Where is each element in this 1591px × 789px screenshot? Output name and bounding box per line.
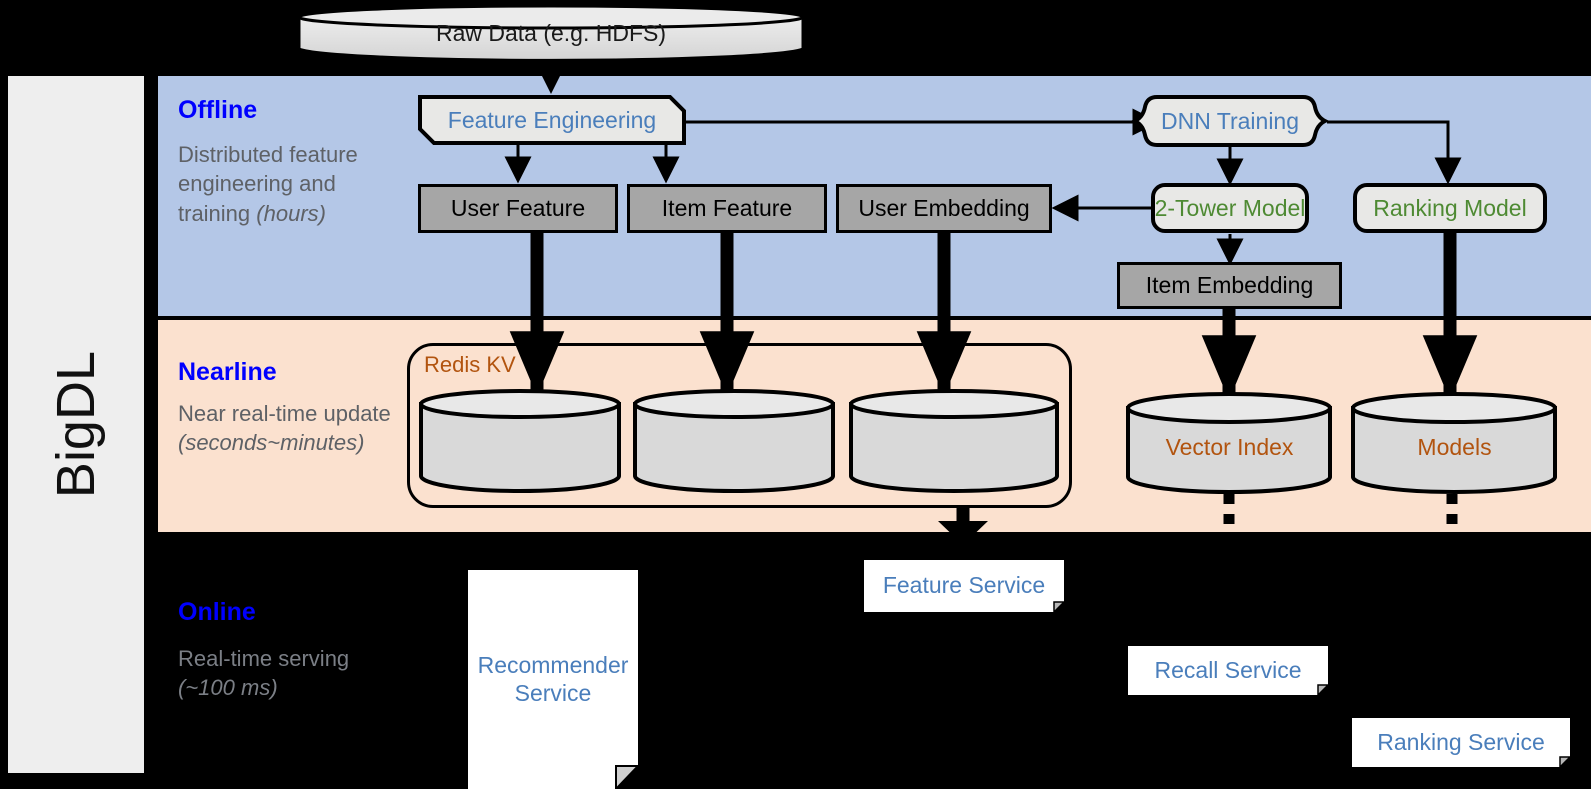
dnn-training-node[interactable]: DNN Training (1130, 95, 1330, 147)
models-label: Models (1417, 434, 1492, 460)
offline-layer-title: Offline (178, 96, 258, 124)
offline-layer-description: Distributed feature engineering and trai… (178, 142, 358, 226)
dnn-training-label: DNN Training (1160, 107, 1300, 134)
ranking-model-node[interactable]: Ranking Model (1353, 183, 1547, 233)
redis-cylinder-user-feature[interactable] (418, 388, 623, 493)
feature-service-card[interactable]: Feature Service (864, 560, 1064, 612)
user-feature-box[interactable]: User Feature (418, 184, 618, 233)
user-embedding-label: User Embedding (858, 195, 1030, 221)
ranking-model-label: Ranking Model (1373, 194, 1527, 221)
feature-engineering-node[interactable]: Feature Engineering (418, 95, 686, 145)
ranking-service-label: Ranking Service (1377, 728, 1545, 755)
bigdl-framework-rail: BigDL (8, 76, 144, 773)
raw-data-label: Raw Data (e.g. HDFS) (435, 20, 667, 46)
models-cylinder[interactable]: Models (1350, 391, 1559, 495)
recall-service-card[interactable]: Recall Service (1128, 646, 1328, 695)
two-tower-model-node[interactable]: 2-Tower Model (1151, 183, 1309, 233)
two-tower-model-label: 2-Tower Model (1154, 194, 1306, 221)
feature-service-label: Feature Service (882, 572, 1046, 599)
vector-index-label: Vector Index (1165, 434, 1294, 460)
redis-cylinder-user-embedding[interactable] (848, 388, 1061, 493)
feature-engineering-label: Feature Engineering (447, 106, 657, 133)
bigdl-label: BigDL (46, 350, 106, 499)
nearline-layer-title: Nearline (178, 358, 277, 386)
recall-service-label: Recall Service (1154, 656, 1302, 683)
nearline-layer-description: Near real-time update (seconds~minutes) (178, 401, 391, 456)
item-feature-box[interactable]: Item Feature (627, 184, 827, 233)
vector-index-cylinder[interactable]: Vector Index (1125, 391, 1334, 495)
redis-cylinder-item-feature[interactable] (632, 388, 837, 493)
user-feature-label: User Feature (450, 195, 586, 221)
user-embedding-box[interactable]: User Embedding (836, 184, 1052, 233)
recommender-service-label: Recommender Service (477, 652, 629, 706)
item-feature-label: Item Feature (661, 195, 793, 221)
redis-kv-label: Redis KV (424, 352, 516, 377)
ranking-service-card[interactable]: Ranking Service (1352, 718, 1570, 767)
online-layer-description: Real-time serving (~100 ms) (178, 646, 350, 701)
item-embedding-box[interactable]: Item Embedding (1117, 262, 1342, 309)
redis-kv-container (407, 343, 1072, 508)
raw-data-cylinder[interactable]: Raw Data (e.g. HDFS) (297, 4, 805, 62)
recommender-service-card[interactable]: Recommender Service (468, 570, 638, 789)
online-layer-title: Online (178, 598, 256, 626)
item-embedding-label: Item Embedding (1145, 272, 1314, 298)
